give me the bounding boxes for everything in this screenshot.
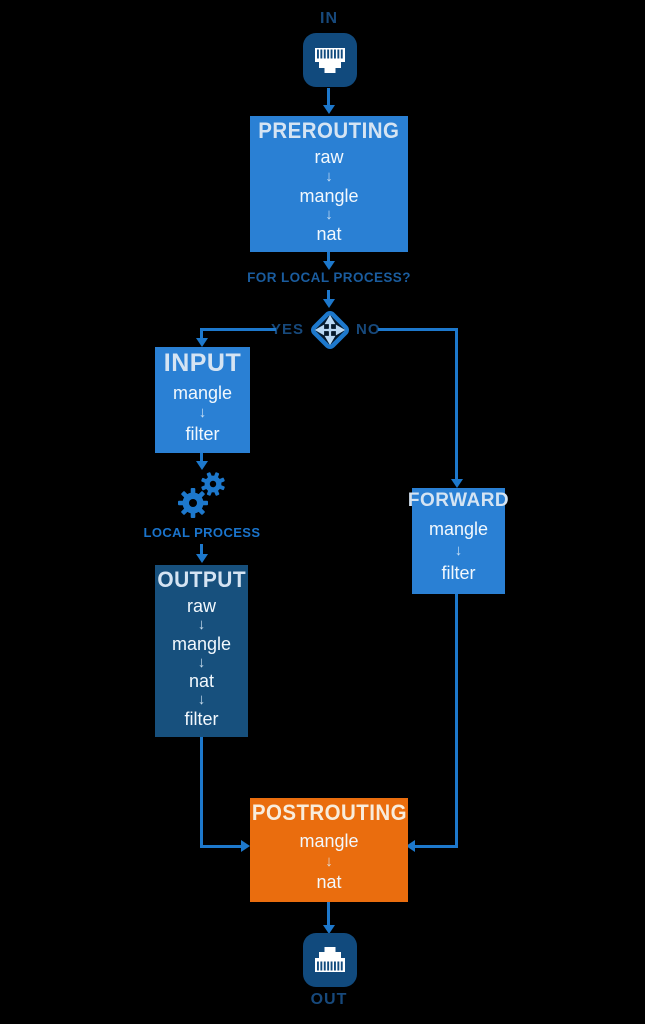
arrowhead-icon [241, 840, 250, 852]
arrowhead-icon [451, 479, 463, 488]
output-box: OUTPUT raw↓mangle↓nat↓filter [155, 565, 248, 737]
connector-line [327, 252, 330, 262]
gears-icon [178, 472, 225, 518]
chain-label: nat [188, 671, 215, 692]
down-arrow-icon: ↓ [454, 541, 463, 559]
connector-line [327, 290, 330, 300]
yes-label: YES [270, 321, 304, 338]
postrouting-title: POSTROUTING [251, 800, 407, 825]
down-arrow-icon: ↓ [197, 653, 206, 671]
down-arrow-icon: ↓ [197, 615, 206, 633]
connector-line [327, 902, 330, 926]
no-branch-line [455, 328, 458, 480]
for-local-process-question: FOR LOCAL PROCESS? [247, 270, 411, 285]
local-process-label: LOCAL PROCESS [143, 525, 261, 540]
connector-line [455, 594, 458, 848]
chain-label: mangle [299, 185, 359, 206]
connector-line [200, 737, 203, 848]
down-arrow-icon: ↓ [197, 691, 206, 709]
chain-label: filter [185, 423, 220, 444]
chain-label: mangle [299, 830, 359, 851]
chain-label: mangle [428, 518, 489, 539]
arrowhead-icon [323, 299, 335, 308]
input-box: INPUT mangle↓filter [155, 347, 250, 453]
connector-line [200, 453, 203, 462]
postrouting-box: POSTROUTING mangle↓ nat [250, 798, 408, 902]
chain-label: nat [316, 872, 342, 893]
ethernet-out-icon [303, 933, 357, 987]
chain-label: mangle [171, 633, 232, 654]
routing-decision-diamond-icon [311, 311, 349, 349]
connector-line [200, 544, 203, 555]
chain-label: filter [184, 709, 219, 730]
down-arrow-icon: ↓ [198, 404, 207, 422]
down-arrow-icon: ↓ [325, 167, 333, 185]
arrowhead-icon [196, 554, 208, 563]
chain-label: filter [441, 562, 476, 583]
in-label: IN [320, 10, 338, 27]
forward-chain-list: mangle ↓ filter [412, 512, 505, 594]
arrowhead-icon [323, 261, 335, 270]
arrowhead-icon [323, 105, 335, 114]
connector-line [327, 88, 330, 106]
prerouting-box: PREROUTING raw↓mangle↓nat [250, 116, 408, 252]
input-chain-list: mangle↓filter [155, 378, 250, 453]
prerouting-title: PREROUTING [258, 118, 400, 143]
forward-title: FORWARD [407, 490, 510, 511]
connector-line [415, 845, 458, 848]
arrowhead-icon [406, 840, 415, 852]
arrowhead-icon [196, 461, 208, 470]
out-label: OUT [310, 991, 348, 1008]
output-chain-list: raw↓mangle↓nat↓filter [155, 592, 248, 737]
arrowhead-icon [196, 338, 208, 347]
chain-label: mangle [172, 383, 233, 404]
chain-label: nat [316, 223, 342, 244]
down-arrow-icon: ↓ [325, 852, 333, 870]
yes-branch-line [200, 328, 276, 331]
prerouting-chain-list: raw↓mangle↓nat [250, 143, 408, 252]
postrouting-chain-list: mangle↓ nat [250, 825, 408, 902]
input-title: INPUT [163, 349, 242, 377]
forward-box: FORWARD mangle ↓ filter [408, 488, 509, 594]
chain-label: raw [314, 147, 344, 168]
yes-branch-line [200, 328, 203, 340]
output-title: OUTPUT [157, 567, 246, 592]
down-arrow-icon: ↓ [325, 205, 333, 223]
ethernet-in-icon [303, 33, 357, 87]
no-branch-line [378, 328, 458, 331]
chain-label: raw [186, 596, 216, 617]
connector-line [200, 845, 241, 848]
no-label: NO [356, 321, 381, 338]
arrowhead-icon [323, 925, 335, 934]
